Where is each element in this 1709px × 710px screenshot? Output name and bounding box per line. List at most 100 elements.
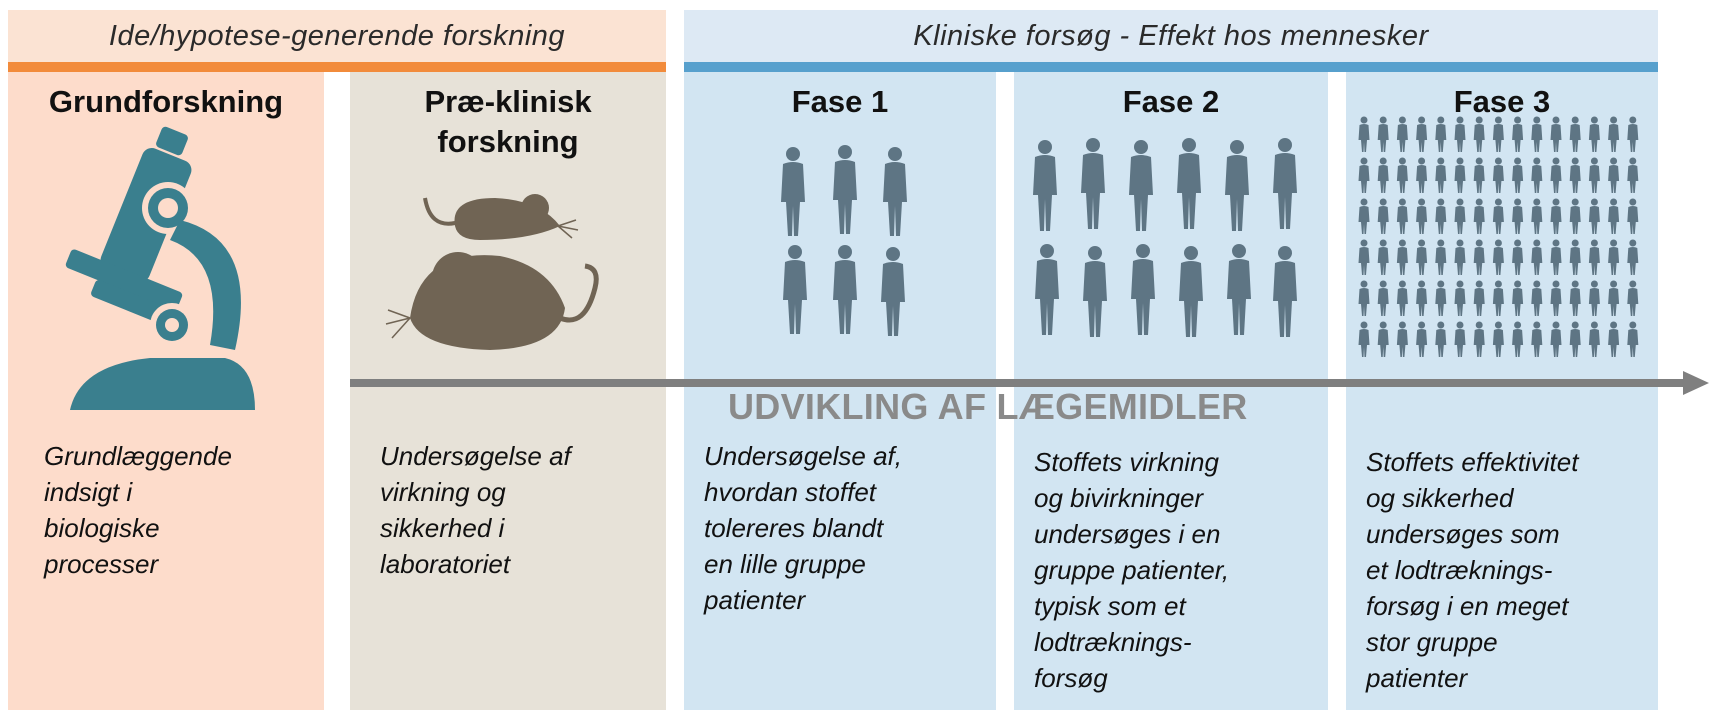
crowd-person-icon — [1550, 116, 1562, 152]
crowd-person-icon — [1531, 321, 1543, 357]
crowd-person-icon — [1454, 239, 1466, 275]
crowd-person-icon — [1531, 280, 1543, 316]
crowd-person-icon — [1473, 280, 1485, 316]
crowd-person-icon — [1396, 280, 1408, 316]
crowd-person-icon — [1358, 239, 1370, 275]
crowd-person-icon — [1358, 280, 1370, 316]
crowd-person-icon — [1627, 157, 1639, 193]
crowd-person-icon — [1473, 198, 1485, 234]
phase-2-description: Stoffets virkning og bivirkninger unders… — [1034, 447, 1230, 693]
band-right-label: Kliniske forsøg - Effekt hos mennesker — [913, 19, 1429, 52]
crowd-person-icon — [1416, 198, 1428, 234]
crowd-person-icon — [1416, 239, 1428, 275]
crowd-person-icon — [1454, 198, 1466, 234]
panel-title-line2: forskning — [437, 124, 579, 159]
crowd-person-icon — [1492, 280, 1504, 316]
crowd-person-icon — [1588, 239, 1600, 275]
large-crowd-people-icon — [1358, 116, 1639, 357]
crowd-person-icon — [1550, 280, 1562, 316]
crowd-person-icon — [1569, 157, 1581, 193]
crowd-person-icon — [1608, 239, 1620, 275]
crowd-person-icon — [1396, 157, 1408, 193]
crowd-person-icon — [1377, 280, 1389, 316]
crowd-person-icon — [1454, 157, 1466, 193]
crowd-person-icon — [1492, 157, 1504, 193]
small-group-people-icon — [781, 145, 907, 336]
band-right-stripe — [684, 62, 1658, 72]
crowd-person-icon — [1512, 239, 1524, 275]
crowd-person-icon — [1492, 321, 1504, 357]
crowd-person-icon — [1358, 157, 1370, 193]
band-idea-generating-research: Ide/hypotese-generende forskning — [8, 10, 666, 62]
crowd-person-icon — [1569, 239, 1581, 275]
crowd-person-icon — [1473, 157, 1485, 193]
crowd-person-icon — [1627, 116, 1639, 152]
preclinical-description: Undersøgelse af virkning og sikkerhed i … — [380, 441, 571, 579]
crowd-person-icon — [1608, 198, 1620, 234]
phase-1-description: Undersøgelse af, hvordan stoffet tolerer… — [704, 441, 902, 615]
crowd-person-icon — [1569, 321, 1581, 357]
panel-title: Fase 1 — [791, 84, 889, 119]
crowd-person-icon — [1473, 239, 1485, 275]
microscope-icon — [65, 126, 255, 410]
crowd-person-icon — [1588, 321, 1600, 357]
crowd-person-icon — [1435, 280, 1447, 316]
panel-title-line1: Præ-klinisk — [424, 84, 592, 119]
crowd-person-icon — [1608, 157, 1620, 193]
crowd-person-icon — [1550, 198, 1562, 234]
crowd-person-icon — [1358, 321, 1370, 357]
crowd-person-icon — [1416, 280, 1428, 316]
crowd-person-icon — [1454, 280, 1466, 316]
crowd-person-icon — [1588, 198, 1600, 234]
crowd-person-icon — [1492, 198, 1504, 234]
crowd-person-icon — [1588, 157, 1600, 193]
development-arrow-line — [350, 379, 1696, 387]
crowd-person-icon — [1435, 321, 1447, 357]
crowd-person-icon — [1512, 198, 1524, 234]
crowd-person-icon — [1569, 198, 1581, 234]
crowd-person-icon — [1492, 239, 1504, 275]
crowd-person-icon — [1416, 116, 1428, 152]
panel-title: Grundforskning — [48, 84, 284, 119]
band-left-label: Ide/hypotese-generende forskning — [108, 19, 566, 52]
crowd-person-icon — [1435, 157, 1447, 193]
phase-3-description: Stoffets effektivitet og sikkerhed under… — [1366, 447, 1579, 693]
crowd-person-icon — [1512, 116, 1524, 152]
crowd-person-icon — [1377, 157, 1389, 193]
crowd-person-icon — [1358, 116, 1370, 152]
crowd-person-icon — [1377, 239, 1389, 275]
crowd-person-icon — [1550, 321, 1562, 357]
crowd-person-icon — [1396, 321, 1408, 357]
crowd-person-icon — [1473, 116, 1485, 152]
crowd-person-icon — [1435, 116, 1447, 152]
crowd-person-icon — [1512, 157, 1524, 193]
crowd-person-icon — [1627, 280, 1639, 316]
crowd-person-icon — [1435, 198, 1447, 234]
crowd-person-icon — [1608, 321, 1620, 357]
crowd-person-icon — [1608, 280, 1620, 316]
crowd-person-icon — [1377, 321, 1389, 357]
crowd-person-icon — [1550, 157, 1562, 193]
development-arrow-label: Udvikling af lægemidler — [728, 386, 1248, 427]
crowd-person-icon — [1396, 239, 1408, 275]
crowd-person-icon — [1454, 116, 1466, 152]
band-left-stripe — [8, 62, 666, 72]
crowd-person-icon — [1531, 239, 1543, 275]
crowd-person-icon — [1435, 239, 1447, 275]
crowd-person-icon — [1531, 198, 1543, 234]
crowd-person-icon — [1627, 239, 1639, 275]
crowd-person-icon — [1608, 116, 1620, 152]
panel-title: Fase 2 — [1122, 84, 1220, 119]
crowd-person-icon — [1377, 198, 1389, 234]
crowd-person-icon — [1492, 116, 1504, 152]
basic-research-description: Grundlæggende indsigt i biologiske proce… — [44, 441, 232, 579]
crowd-person-icon — [1627, 198, 1639, 234]
development-arrow-head — [1683, 371, 1709, 395]
crowd-person-icon — [1569, 116, 1581, 152]
crowd-person-icon — [1473, 321, 1485, 357]
panel-title: Fase 3 — [1453, 84, 1551, 119]
crowd-person-icon — [1588, 280, 1600, 316]
crowd-person-icon — [1377, 116, 1389, 152]
mice-icon — [385, 194, 599, 350]
panel-preclinical-research: Præ-klinisk forskning — [350, 72, 666, 710]
